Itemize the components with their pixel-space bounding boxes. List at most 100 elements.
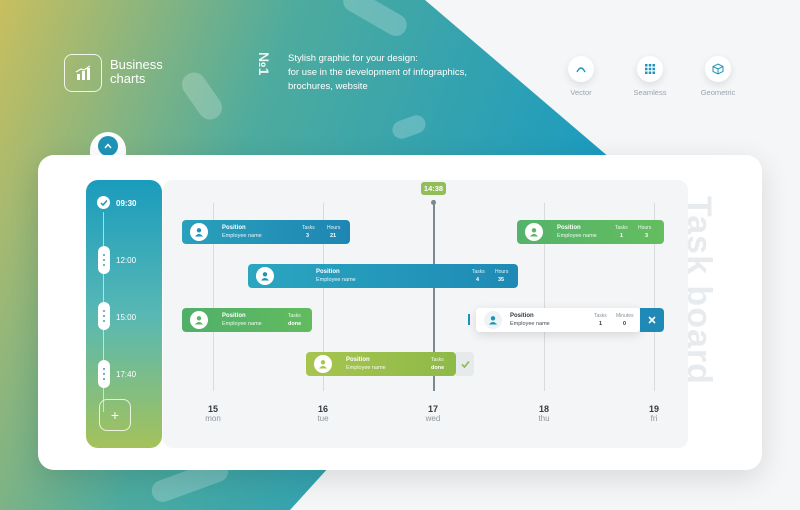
- drag-indicator: [468, 314, 470, 325]
- grid-icon: [637, 56, 663, 82]
- task-stat-value: 3: [306, 233, 310, 239]
- task-stat-label: Tasks: [302, 225, 315, 231]
- task-bar-selected[interactable]: Position Employee name Tasks 1 Minutes 0: [476, 308, 640, 332]
- header-description: Stylish graphic for your design: for use…: [288, 52, 528, 94]
- task-stat-value: 1: [599, 321, 603, 327]
- business-charts-logo: [64, 54, 102, 92]
- day-name: mon: [205, 414, 221, 423]
- vector-icon: [568, 56, 594, 82]
- task-employee: Employee name: [510, 321, 550, 327]
- feature-geometric: Geometric: [688, 56, 748, 97]
- day-name: tue: [317, 414, 329, 423]
- day-number: 19: [648, 404, 659, 414]
- day-name: thu: [538, 414, 550, 423]
- day-gridline: [544, 203, 545, 391]
- time-label: 17:40: [116, 370, 137, 379]
- task-employee: Employee name: [557, 233, 597, 239]
- user-icon: [314, 355, 332, 373]
- task-employee: Employee name: [346, 365, 386, 371]
- board-title: Task board: [680, 196, 718, 385]
- day-gridline: [323, 203, 324, 391]
- task-bar[interactable]: Position Employee name Tasks 1 Hours 3: [517, 220, 664, 244]
- current-time-badge: 14:38: [421, 182, 446, 195]
- check-icon: [97, 196, 110, 209]
- task-stat-value: 0: [623, 321, 627, 327]
- task-stat-value: 4: [476, 277, 480, 283]
- time-slider-handle[interactable]: [98, 246, 110, 274]
- user-icon: [190, 223, 208, 241]
- user-icon: [525, 223, 543, 241]
- task-stat-label: Minutes: [616, 313, 634, 319]
- feature-label: Geometric: [700, 88, 736, 97]
- day-number: 15: [207, 404, 218, 414]
- task-position: Position: [510, 313, 534, 319]
- time-label: 15:00: [116, 313, 137, 322]
- task-bar[interactable]: Position Employee name Tasks 3 Hours 21: [182, 220, 350, 244]
- task-position: Position: [346, 357, 370, 363]
- description-line: brochures, website: [288, 81, 368, 92]
- task-employee: Employee name: [316, 277, 356, 283]
- task-bar[interactable]: Position Employee name Tasks done: [306, 352, 456, 376]
- user-icon: [484, 311, 502, 329]
- current-time-dot: [431, 200, 436, 205]
- task-stat-label: Hours: [495, 269, 509, 275]
- check-icon: [460, 360, 470, 368]
- close-button[interactable]: [640, 308, 664, 332]
- complete-check-button[interactable]: [456, 352, 474, 376]
- task-position: Position: [316, 269, 340, 275]
- feature-label: Seamless: [633, 88, 667, 97]
- task-position: Position: [222, 225, 246, 231]
- day-name: wed: [425, 414, 441, 423]
- add-button[interactable]: +: [99, 399, 131, 431]
- task-employee: Employee name: [222, 233, 262, 239]
- task-employee: Employee name: [222, 321, 262, 327]
- description-line: Stylish graphic for your design:: [288, 53, 418, 64]
- task-stat-value: done: [431, 365, 445, 371]
- day-number: 16: [317, 404, 328, 414]
- user-icon: [256, 267, 274, 285]
- task-stat-value: done: [288, 321, 302, 327]
- current-time-line: [433, 200, 435, 391]
- time-label: 12:00: [116, 256, 137, 265]
- header-number: №1: [256, 52, 272, 76]
- day-name: fri: [650, 414, 658, 423]
- description-line: for use in the development of infographi…: [288, 67, 468, 78]
- task-stat-label: Hours: [327, 225, 341, 231]
- day-gridline: [213, 203, 214, 391]
- user-icon: [190, 311, 208, 329]
- chevron-up-icon[interactable]: [98, 136, 118, 156]
- task-bar[interactable]: Position Employee name Tasks 4 Hours 35: [248, 264, 518, 288]
- day-number: 17: [427, 404, 438, 414]
- feature-label: Vector: [570, 88, 592, 97]
- day-gridline: [654, 203, 655, 391]
- task-stat-label: Tasks: [615, 225, 628, 231]
- task-stat-value: 3: [645, 233, 649, 239]
- feature-seamless: Seamless: [620, 56, 680, 97]
- task-position: Position: [557, 225, 581, 231]
- time-slider-handle[interactable]: [98, 360, 110, 388]
- task-stat-value: 1: [620, 233, 624, 239]
- day-number: 18: [538, 404, 549, 414]
- time-label: 09:30: [116, 199, 137, 208]
- bar-chart-icon: [75, 65, 91, 80]
- header-title-line1: Business: [110, 57, 163, 72]
- task-stat-label: Tasks: [288, 313, 301, 319]
- task-stat-value: 35: [498, 277, 505, 283]
- header-title: Business charts: [110, 58, 163, 86]
- time-slider-handle[interactable]: [98, 302, 110, 330]
- task-stat-label: Tasks: [594, 313, 607, 319]
- task-stat-value: 21: [330, 233, 337, 239]
- task-stat-label: Tasks: [472, 269, 485, 275]
- task-position: Position: [222, 313, 246, 319]
- feature-vector: Vector: [551, 56, 611, 97]
- close-icon: [648, 316, 656, 324]
- header-title-line2: charts: [110, 71, 146, 86]
- task-stat-label: Hours: [638, 225, 652, 231]
- task-bar[interactable]: Position Employee name Tasks done: [182, 308, 312, 332]
- cube-icon: [705, 56, 731, 82]
